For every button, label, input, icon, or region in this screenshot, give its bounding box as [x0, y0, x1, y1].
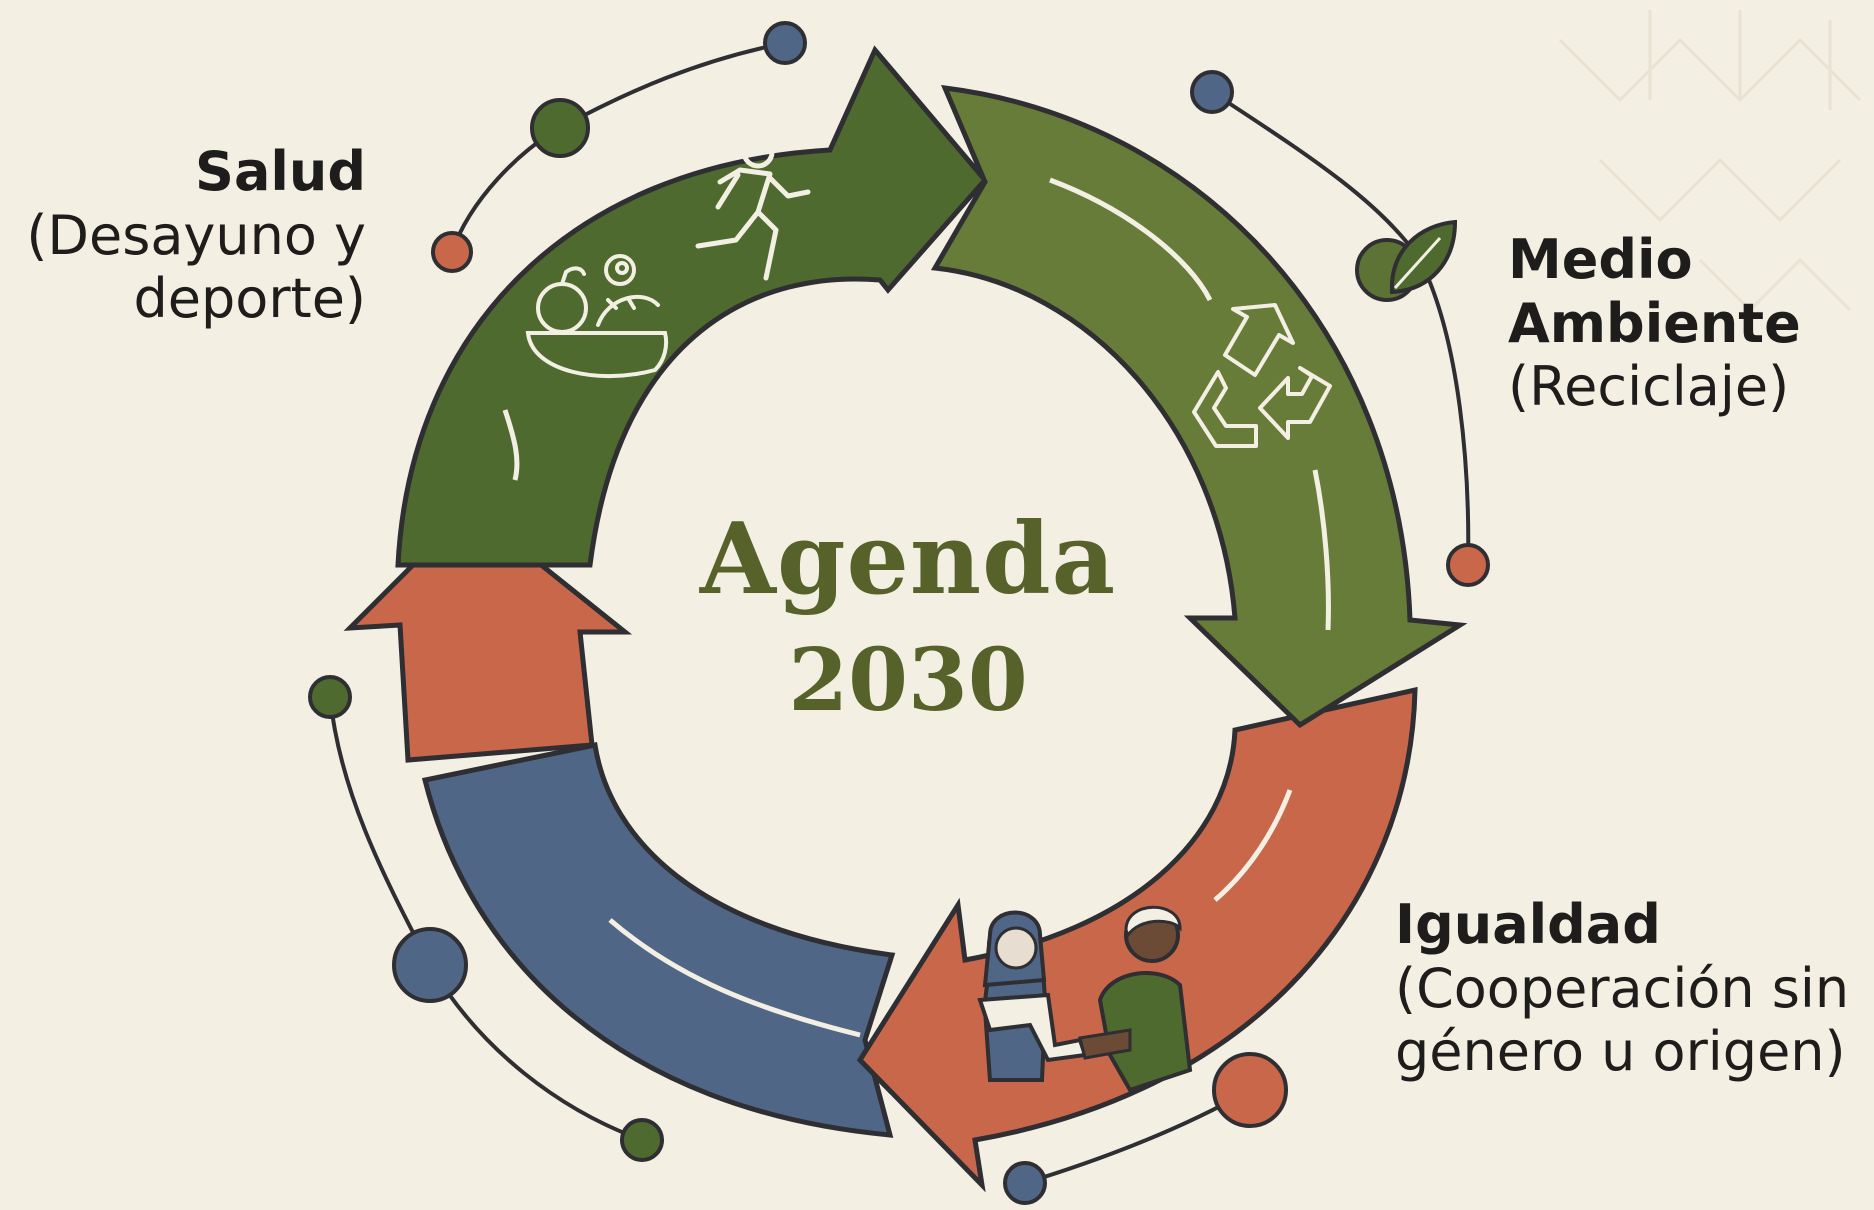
dot-orange-salud	[431, 231, 473, 273]
center-title-line2: 2030	[788, 630, 1028, 731]
runner-icon	[695, 135, 811, 281]
igualdad-subtitle-line1: (Cooperación sin	[1395, 956, 1850, 1020]
fruit-bowl-icon	[525, 254, 669, 378]
label-salud: Salud (Desayuno y deporte)	[0, 140, 366, 331]
medio-title-line2: Ambiente	[1508, 291, 1801, 355]
dot-orange-medio	[1446, 543, 1490, 587]
igualdad-title: Igualdad	[1395, 893, 1661, 956]
dot-blue-left	[392, 927, 468, 1003]
recycle-icon	[1192, 303, 1332, 448]
dot-blue-bottom	[1003, 1161, 1047, 1205]
segment-terracotta-line	[1213, 789, 1293, 902]
dot-blue-medio	[1190, 70, 1234, 114]
salud-subtitle-line1: (Desayuno y	[26, 203, 366, 267]
medio-title-line1: Medio	[1508, 228, 1693, 291]
background-pattern	[1558, 10, 1862, 313]
segment-blue	[421, 742, 896, 1138]
dot-green-bottom	[620, 1118, 664, 1162]
segment-olive-line-top	[1049, 177, 1213, 302]
dot-orange-igualdad	[1212, 1052, 1288, 1128]
handshake-people-icon	[977, 905, 1193, 1093]
medio-subtitle: (Reciclaje)	[1508, 355, 1790, 419]
salud-subtitle-line2: deporte)	[133, 267, 366, 331]
dot-blue-top	[763, 21, 807, 65]
segment-dark-green-line	[502, 409, 520, 481]
segment-blue-line	[608, 918, 861, 1038]
segment-dark-green	[395, 45, 989, 568]
label-igualdad: Igualdad (Cooperación sin género u orige…	[1395, 893, 1865, 1084]
segment-olive-line-right	[1312, 469, 1331, 631]
dot-green-left	[308, 675, 352, 719]
leaf-icon	[1355, 219, 1458, 302]
igualdad-subtitle-line2: género u origen)	[1395, 1020, 1846, 1084]
center-title-line1: Agenda	[699, 502, 1117, 617]
segment-terracotta-up-arrow	[343, 504, 633, 763]
dot-green-salud	[530, 98, 590, 158]
salud-title: Salud	[195, 140, 366, 203]
label-medio-ambiente: Medio Ambiente (Reciclaje)	[1508, 228, 1848, 419]
